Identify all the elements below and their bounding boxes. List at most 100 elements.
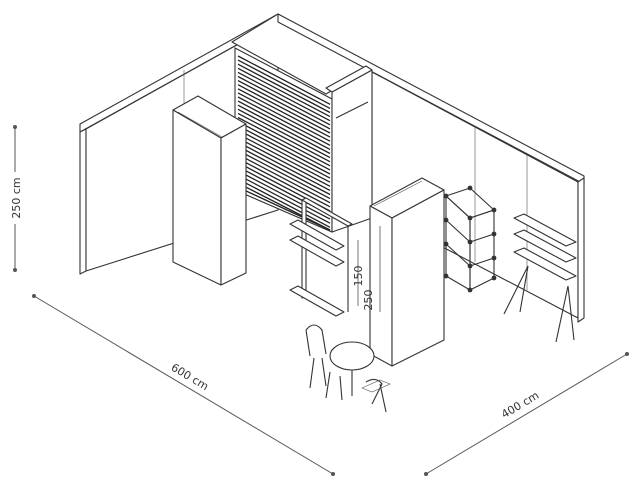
round-table-top xyxy=(329,341,375,371)
tower-center-front xyxy=(391,189,445,367)
shelf-unit-right xyxy=(503,213,577,343)
cube-connector xyxy=(443,193,449,199)
depth-dimension-end-right xyxy=(625,352,629,356)
shelf-center-top xyxy=(301,197,353,227)
cube-connector xyxy=(491,207,497,213)
storage-room-top xyxy=(325,65,373,93)
chair-seat xyxy=(361,379,391,393)
depth-dimension-end-left xyxy=(424,472,428,476)
slat-line xyxy=(237,80,331,130)
slat-line xyxy=(237,153,331,204)
cube-connector xyxy=(491,275,497,281)
cube-row-2-r xyxy=(469,257,495,267)
cube-connector xyxy=(467,263,473,269)
length-dimension: 600 cm xyxy=(32,294,335,476)
shelf-center-2 xyxy=(289,235,345,267)
slat-line xyxy=(237,84,331,134)
cube-connector xyxy=(491,231,497,237)
slat-line xyxy=(237,178,331,228)
shelf-right-2 xyxy=(513,229,577,263)
length-dimension-line xyxy=(33,295,334,475)
shelf-unit-center xyxy=(289,197,353,317)
slat-line xyxy=(237,63,331,114)
depth-dimension: 400 cm xyxy=(424,352,629,476)
counter-height-label: 150 xyxy=(352,266,365,287)
slat-line xyxy=(237,88,331,138)
slat-line xyxy=(237,174,331,224)
length-dimension-end-left xyxy=(32,294,36,298)
cube-connector xyxy=(467,287,473,293)
shelf-right-leg-2 xyxy=(519,265,529,313)
slat-line xyxy=(237,125,331,175)
height-dimension: 250 cm xyxy=(8,125,23,272)
slat-line xyxy=(237,121,331,171)
chair-right xyxy=(325,371,387,413)
storage-door-frame xyxy=(335,101,369,119)
tower-left-front xyxy=(172,109,222,286)
back-wall-right-edge xyxy=(577,177,585,323)
slat-line xyxy=(237,157,331,208)
cube-connector xyxy=(491,255,497,261)
table-and-chairs xyxy=(305,324,391,413)
slat-line xyxy=(237,108,331,159)
tower-center-top-inset xyxy=(373,180,423,207)
slat-line xyxy=(237,104,331,155)
counter-height-dimension: 150 xyxy=(352,240,365,306)
shelf-right-leg-1 xyxy=(503,265,529,315)
storage-room-front xyxy=(331,69,373,233)
length-dimension-end-right xyxy=(331,472,335,476)
slat-line xyxy=(237,67,331,118)
slat-line xyxy=(237,100,331,150)
slat-line xyxy=(237,96,331,146)
height-label: 250 cm xyxy=(10,177,23,218)
tower-left-side xyxy=(220,123,247,286)
depth-dimension-line xyxy=(425,353,628,475)
shelf-right-3 xyxy=(513,247,577,281)
storage-room xyxy=(325,65,373,233)
cube-connector xyxy=(467,215,473,221)
height-dimension-end-bottom xyxy=(13,268,17,272)
tower-left-top-inset xyxy=(177,111,223,138)
cube-connector xyxy=(443,273,449,279)
cube-row-1 xyxy=(445,219,471,243)
slat-line xyxy=(237,55,331,105)
cube-connector xyxy=(443,217,449,223)
slat-line xyxy=(237,59,331,109)
cube-row-1-r xyxy=(469,233,495,243)
tower-center: 250 xyxy=(362,177,445,367)
slat-line xyxy=(237,112,331,163)
height-dimension-end-top xyxy=(13,125,17,129)
back-wall-left-edge xyxy=(79,128,87,275)
shelf-right-1 xyxy=(513,213,577,247)
cube-shelving xyxy=(443,185,497,293)
shelf-right-leg-4 xyxy=(567,285,575,341)
slat-line xyxy=(237,133,331,183)
cube-row-2 xyxy=(445,243,471,267)
slat-line xyxy=(237,170,331,220)
chair-left xyxy=(305,324,327,389)
shelf-center-1 xyxy=(289,219,345,251)
cube-connectors xyxy=(443,185,497,293)
height-label-bg xyxy=(8,172,22,224)
cube-connector xyxy=(443,241,449,247)
slat-line xyxy=(237,145,331,196)
shelf-center-3 xyxy=(289,285,345,317)
depth-label: 400 cm xyxy=(499,389,541,421)
slatwall-panel xyxy=(231,13,373,233)
shelf-right-leg-3 xyxy=(555,285,569,343)
slat-line xyxy=(237,116,331,167)
slat-line xyxy=(237,129,331,179)
slatwall-slats xyxy=(237,55,331,231)
slat-line xyxy=(237,141,331,191)
tower-center-side xyxy=(369,205,393,367)
tower-height-label: 250 xyxy=(362,290,375,311)
slat-line xyxy=(237,186,331,231)
slat-line xyxy=(237,75,331,126)
slat-line xyxy=(237,149,331,200)
slat-line xyxy=(237,92,331,142)
slat-line xyxy=(237,137,331,187)
slat-line xyxy=(237,71,331,122)
cube-connector xyxy=(467,185,473,191)
